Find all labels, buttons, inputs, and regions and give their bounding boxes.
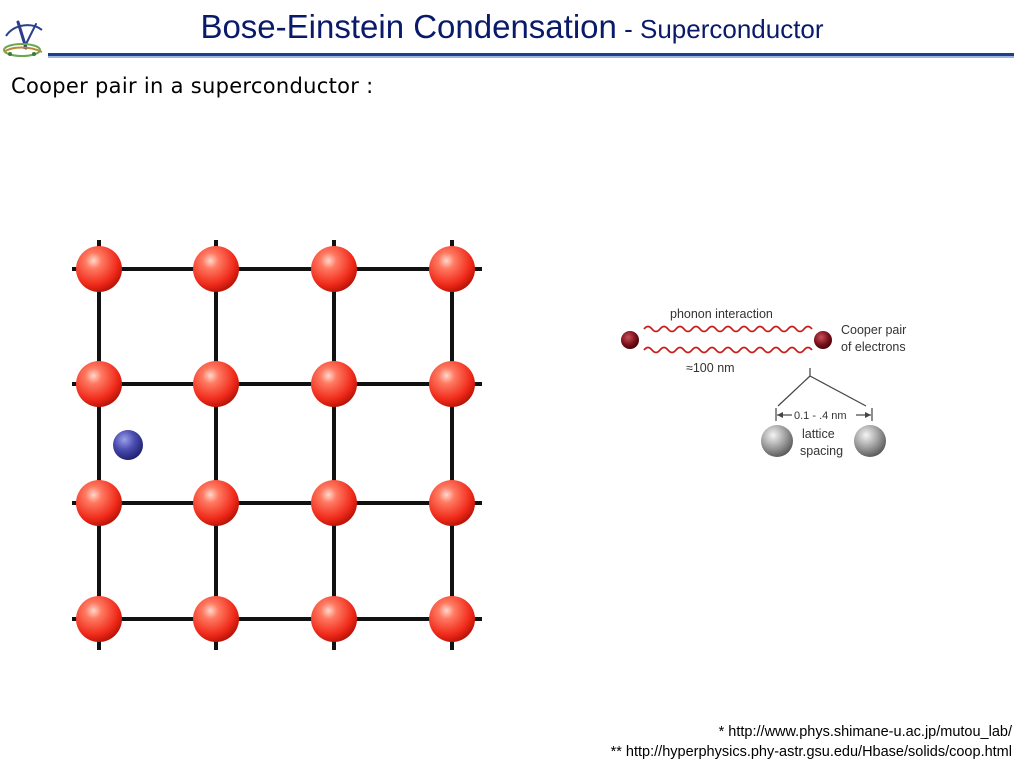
- header-rule: [48, 53, 1014, 58]
- lattice-ion-left: [761, 425, 793, 457]
- electron-left: [621, 331, 639, 349]
- lattice-ion: [429, 246, 475, 292]
- phonon-wave-upper: [643, 325, 813, 333]
- lattice-ion: [429, 480, 475, 526]
- reference-1: * http://www.phys.shimane-u.ac.jp/mutou_…: [718, 724, 1012, 740]
- lattice-figure: [72, 240, 482, 650]
- spacing-indicator: [775, 408, 873, 421]
- title-main: Bose-Einstein Condensation: [200, 8, 617, 45]
- lattice-ion: [311, 246, 357, 292]
- lattice-ion: [311, 361, 357, 407]
- lattice-ion: [193, 361, 239, 407]
- lattice-ion: [311, 480, 357, 526]
- lattice-ion: [76, 596, 122, 642]
- lattice-ion: [429, 361, 475, 407]
- lattice-ions: [76, 246, 475, 642]
- lattice-ion: [76, 480, 122, 526]
- lattice-ion: [193, 596, 239, 642]
- phonon-wave-lower: [643, 346, 813, 354]
- electron-right: [814, 331, 832, 349]
- lattice-label-2: spacing: [800, 444, 843, 458]
- cooper-pair-label-1: Cooper pair: [841, 323, 906, 337]
- page-title: Bose-Einstein Condensation - Superconduc…: [0, 8, 1024, 46]
- lattice-ion: [76, 246, 122, 292]
- section-heading: Cooper pair in a superconductor :: [11, 74, 374, 98]
- lattice-lines: [72, 240, 482, 650]
- lab-logo-icon: [3, 20, 43, 57]
- cooper-pair-diagram: phonon interaction Cooper pair of electr…: [621, 307, 906, 458]
- electron: [113, 430, 143, 460]
- lattice-ion: [311, 596, 357, 642]
- lattice-ion: [76, 361, 122, 407]
- title-subtitle: Superconductor: [639, 14, 824, 44]
- reference-2: ** http://hyperphysics.phy-astr.gsu.edu/…: [610, 744, 1012, 760]
- lattice-ion: [193, 480, 239, 526]
- title-separator: -: [616, 14, 640, 44]
- references: * http://www.phys.shimane-u.ac.jp/mutou_…: [611, 722, 1012, 762]
- distance-label: ≈100 nm: [686, 361, 735, 375]
- lattice-label-1: lattice: [802, 427, 835, 441]
- lattice-ion-right: [854, 425, 886, 457]
- cooper-pair-label-2: of electrons: [841, 340, 906, 354]
- lattice-ion: [193, 246, 239, 292]
- lattice-ion: [429, 596, 475, 642]
- spacing-value: 0.1 - .4 nm: [794, 410, 847, 422]
- phonon-label: phonon interaction: [670, 307, 773, 321]
- bracket: [777, 368, 867, 407]
